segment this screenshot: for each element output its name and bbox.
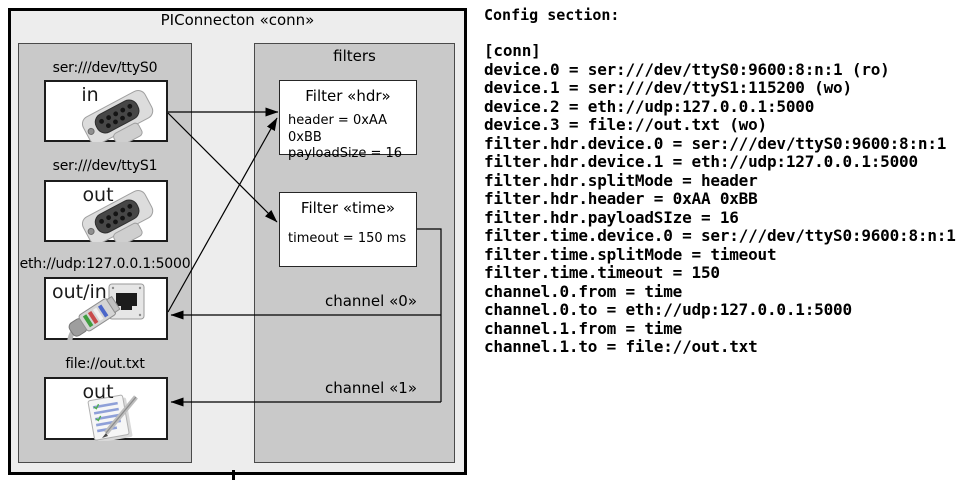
filters-panel-title: filters	[333, 47, 376, 65]
port-label: out	[82, 381, 114, 403]
filter-box-hdr: Filter «hdr» header = 0xAA 0xBB payloadS…	[279, 80, 417, 161]
device-label-ttys0: ser:///dev/ttyS0	[52, 60, 158, 76]
notepad-icon	[87, 394, 138, 441]
channel-0-label: channel «0»	[324, 292, 417, 310]
filter-properties: timeout = 150 ms	[288, 231, 407, 246]
device-label-ttys1: ser:///dev/ttyS1	[52, 158, 158, 174]
filter-title: Filter «time»	[300, 199, 396, 217]
channel-1-label: channel «1»	[324, 379, 417, 397]
filter-properties: header = 0xAA 0xBB payloadSize = 16	[288, 113, 403, 161]
serial-connector-icon	[81, 189, 154, 242]
device-box-file: out	[44, 377, 168, 441]
port-label: in	[81, 84, 99, 106]
pen-icon	[102, 395, 138, 438]
diagram-anchor-tick	[232, 470, 235, 480]
device-box-ttys0: in	[44, 80, 168, 142]
device-box-ttys1: out	[44, 180, 168, 242]
filter-title: Filter «hdr»	[305, 87, 391, 105]
device-label-eth: eth://udp:127.0.0.1:5000	[19, 256, 191, 272]
ethernet-cable-icon	[67, 295, 121, 340]
device-label-file: file://out.txt	[65, 356, 145, 372]
device-box-eth: out/in	[44, 277, 168, 340]
serial-connector-icon	[81, 89, 154, 142]
diagram-title: PIConnecton «conn»	[160, 11, 315, 29]
filter-box-time: Filter «time» timeout = 150 ms	[279, 192, 417, 267]
config-body: [conn] device.0 = ser:///dev/ttyS0:9600:…	[484, 41, 956, 356]
config-heading: Config section:	[484, 6, 620, 24]
port-label: out	[82, 184, 114, 206]
port-label: out/in	[52, 281, 107, 303]
